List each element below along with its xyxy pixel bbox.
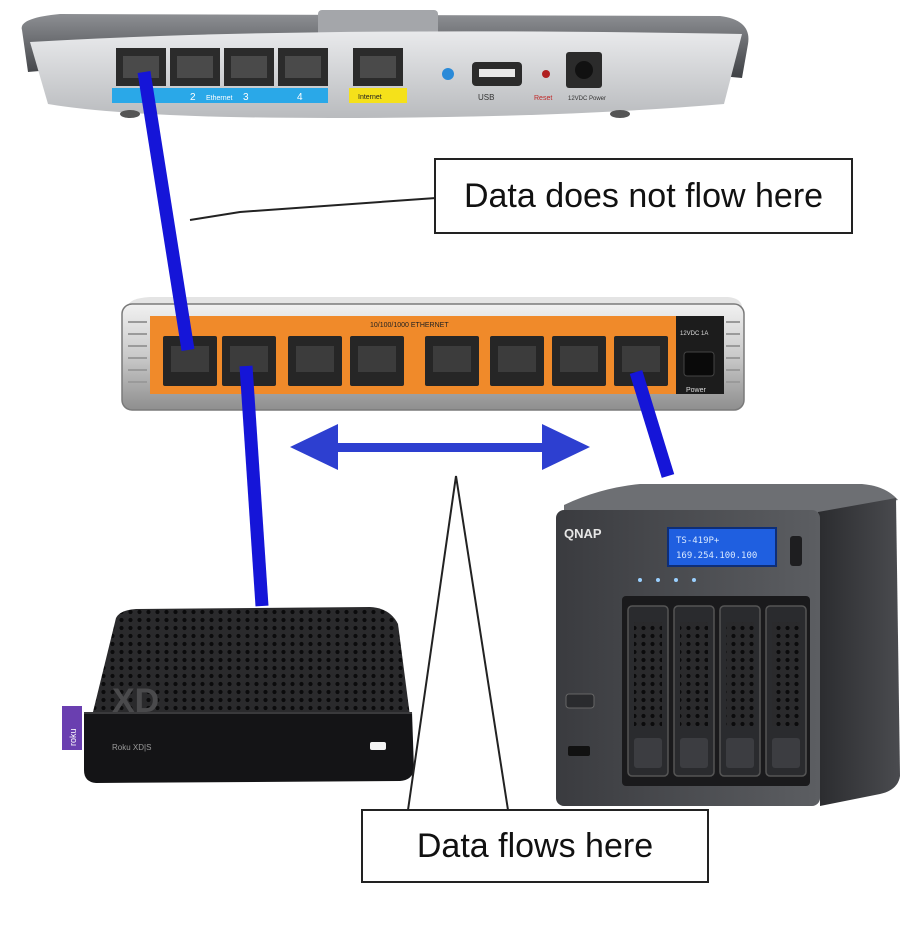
nas-bay-frame	[622, 596, 810, 786]
router-internet-stripe	[349, 88, 407, 103]
switch-vent-ribs	[128, 321, 740, 383]
router-port-number-2: 2	[190, 92, 196, 103]
switch-ports	[163, 336, 668, 386]
data-flow-arrow	[290, 424, 590, 470]
router-port-number-3: 3	[243, 92, 249, 103]
callout-data-flows-text: Data flows here	[416, 826, 654, 865]
switch-power-jack	[683, 351, 715, 377]
router: 2 Ethernet 3 4 Internet USB Reset 12VDC …	[21, 10, 749, 119]
network-switch: 10/100/1000 ETHERNET 12VDC 1A Power	[121, 297, 745, 411]
qnap-nas: QNAP TS-419P+ 169.254.100.100	[556, 484, 900, 806]
router-power-label: 12VDC Power	[568, 96, 606, 102]
roku-player: XD roku Roku XD|S	[62, 607, 414, 783]
nas-side-face	[818, 498, 900, 806]
ethernet-cables	[137, 70, 675, 607]
router-port-number-4: 4	[297, 92, 303, 103]
roku-logo: XD	[112, 682, 159, 720]
roku-model-label: Roku XD|S	[112, 743, 151, 752]
router-reset-button-icon	[542, 70, 550, 78]
router-foot-left	[120, 110, 140, 118]
callout-data-does-not-flow-text: Data does not flow here	[463, 176, 824, 215]
router-internet-label: Internet	[358, 94, 382, 101]
callout-pointers	[189, 197, 509, 811]
roku-side-tag	[62, 706, 82, 750]
callout-data-flows: Data flows here	[361, 809, 709, 883]
cable-router-to-switch	[137, 70, 195, 352]
router-power-jack-hole	[575, 61, 593, 79]
nas-drive-bays	[627, 605, 807, 777]
router-reset-label: Reset	[534, 95, 552, 102]
nas-lcd-line-1: TS-419P+	[676, 536, 720, 546]
roku-front-face	[84, 712, 414, 783]
nas-lcd	[667, 527, 777, 567]
router-usb-port-tongue	[479, 69, 515, 77]
switch-power-label: Power	[686, 387, 707, 394]
roku-status-light	[370, 742, 386, 750]
router-ethernet-label: Ethernet	[206, 95, 233, 102]
router-foot-right	[610, 110, 630, 118]
nas-buttons	[638, 536, 802, 582]
router-top-hump	[318, 10, 438, 38]
nas-lcd-line-2: 169.254.100.100	[676, 551, 757, 561]
switch-dc-label: 12VDC 1A	[680, 331, 708, 337]
nas-brand: QNAP	[564, 526, 602, 541]
nas-top-face	[564, 484, 898, 514]
router-internet-port-jack	[360, 56, 396, 78]
pointer-flow	[407, 475, 509, 811]
cable-switch-to-roku	[239, 365, 269, 607]
roku-side-tag-label: roku	[68, 728, 78, 746]
nas-copy-button	[565, 693, 595, 709]
nas-usb-port	[568, 746, 590, 756]
cable-switch-to-nas	[629, 370, 675, 478]
router-usb-label: USB	[478, 93, 494, 102]
switch-top-label: 10/100/1000 ETHERNET	[370, 322, 449, 329]
router-port-stripe	[112, 88, 328, 103]
roku-top-face	[92, 607, 410, 716]
pointer-no-flow	[189, 197, 437, 221]
callout-data-does-not-flow: Data does not flow here	[434, 158, 853, 234]
router-wps-button-icon	[442, 68, 454, 80]
